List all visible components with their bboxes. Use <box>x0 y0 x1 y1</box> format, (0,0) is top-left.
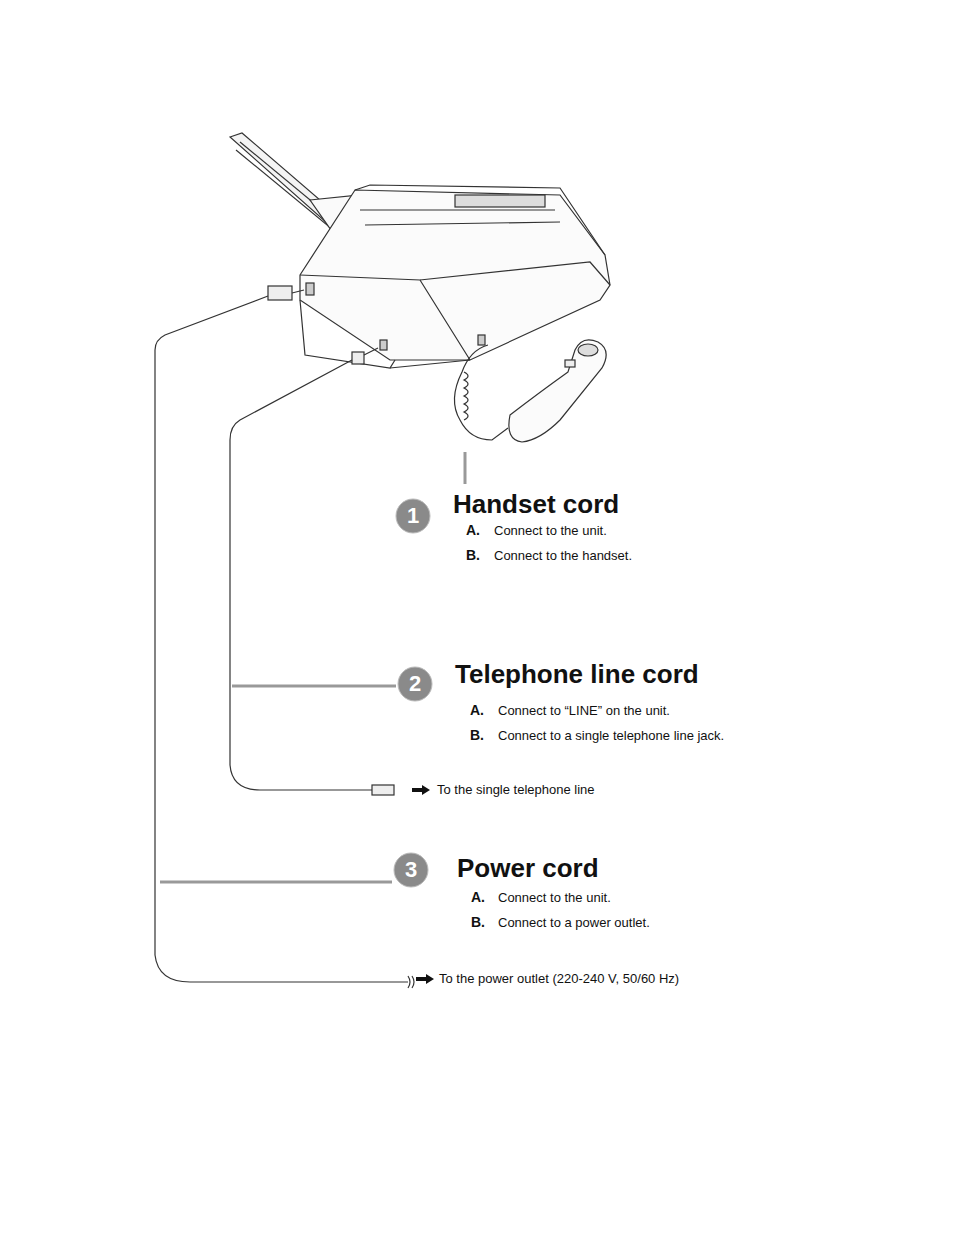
callout-number: 1 <box>395 498 431 534</box>
instruction-text: Connect to a power outlet. <box>498 915 650 931</box>
instruction-text: To the power outlet (220-240 V, 50/60 Hz… <box>439 971 679 987</box>
step-letter: B. <box>466 547 480 564</box>
section-heading: Power cord <box>457 853 599 884</box>
step-letter: A. <box>466 522 480 539</box>
instruction-text: To the single telephone line <box>437 782 595 798</box>
step-letter: B. <box>471 914 485 931</box>
callout-number: 3 <box>393 852 429 888</box>
instruction-text: Connect to the unit. <box>498 890 611 906</box>
callout-circle: 1 <box>395 498 431 534</box>
step-letter: A. <box>471 889 485 906</box>
step-letter: B. <box>470 727 484 744</box>
step-letter: A. <box>470 702 484 719</box>
instruction-text: Connect to “LINE” on the unit. <box>498 703 670 719</box>
section-heading: Handset cord <box>453 489 619 520</box>
instruction-text: Connect to a single telephone line jack. <box>498 728 724 744</box>
instruction-text: Connect to the unit. <box>494 523 607 539</box>
callout-number: 2 <box>397 666 433 702</box>
callout-circle: 2 <box>397 666 433 702</box>
instruction-text: Connect to the handset. <box>494 548 632 564</box>
section-heading: Telephone line cord <box>455 659 699 690</box>
callout-circle: 3 <box>393 852 429 888</box>
